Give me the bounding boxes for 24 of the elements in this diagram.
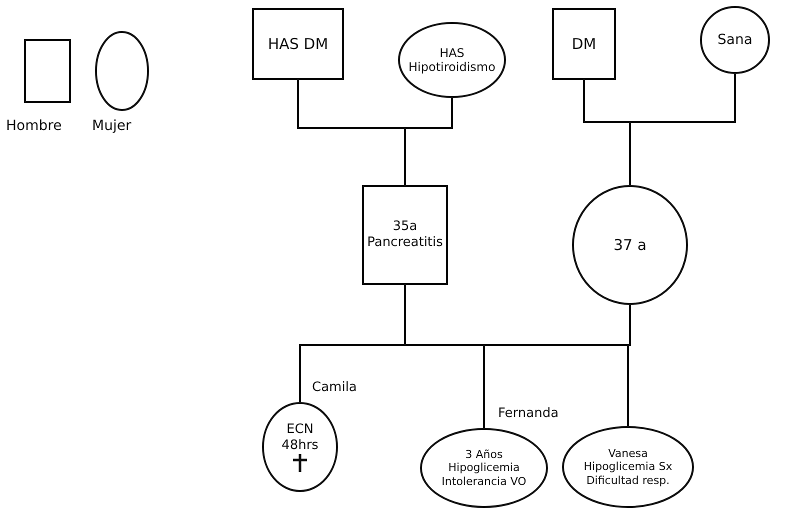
female-circle xyxy=(572,185,688,305)
male-square xyxy=(252,8,344,80)
female-circle xyxy=(562,426,694,508)
female-circle xyxy=(420,428,548,508)
legend-label: Mujer xyxy=(92,118,132,134)
female-circle xyxy=(700,6,770,74)
member-note: Vanesa Hipoglicemia Sx Dificultad resp. xyxy=(582,447,674,487)
male-square xyxy=(552,8,616,80)
name-label: Camila xyxy=(312,380,357,395)
female-circle xyxy=(262,402,338,492)
relationship-line xyxy=(629,74,736,185)
member-note: 37 a xyxy=(612,236,648,254)
member-note: 35a Pancreatitis xyxy=(366,219,444,251)
member-note: DM xyxy=(570,35,598,53)
member-note: HAS DM xyxy=(266,35,330,53)
relationship-line xyxy=(404,98,453,185)
member-note: Sana xyxy=(716,32,754,48)
member-note: HAS Hipotiroidismo xyxy=(408,46,496,74)
member-note: ECN 48hrs xyxy=(280,422,320,454)
male-square xyxy=(362,185,448,285)
name-label: Fernanda xyxy=(498,406,559,421)
female-circle xyxy=(398,22,506,98)
legend-label: Hombre xyxy=(6,118,62,134)
member-note: 3 Años Hipoglicemia Intolerancia VO xyxy=(440,448,528,488)
